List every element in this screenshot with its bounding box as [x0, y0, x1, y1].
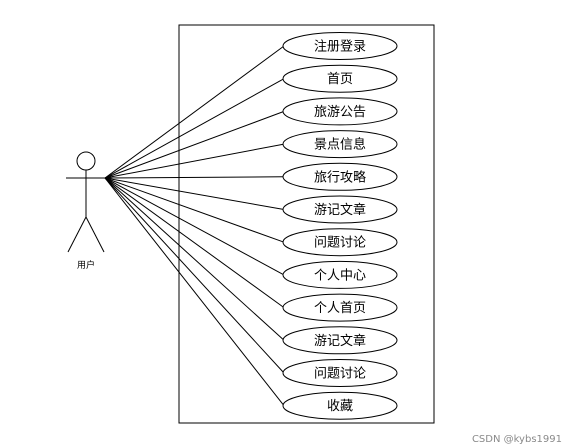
- association-line: [104, 177, 285, 374]
- use-case-label: 游记文章: [314, 202, 366, 218]
- use-case-ellipse: [282, 195, 398, 224]
- use-case-ellipse: [282, 391, 398, 420]
- use-case: 景点信息: [282, 130, 398, 159]
- use-case: 问题讨论: [282, 359, 398, 387]
- use-case-label: 旅游公告: [314, 105, 366, 120]
- actor: 用户: [66, 151, 106, 271]
- use-case-ellipse: [282, 260, 398, 289]
- use-case-ellipse: [282, 64, 398, 93]
- use-case: 旅行攻略: [282, 162, 398, 191]
- use-case-label: 个人中心: [314, 268, 366, 283]
- use-case: 收藏: [282, 391, 398, 420]
- actor-left-leg: [67, 216, 87, 253]
- association-line: [104, 177, 285, 309]
- use-case-ellipse: [282, 228, 398, 257]
- use-case-label: 游记文章: [314, 333, 366, 349]
- use-case: 旅游公告: [282, 97, 398, 126]
- use-case-ellipse: [282, 32, 398, 60]
- association-line: [104, 177, 285, 243]
- association-line: [104, 143, 285, 179]
- use-case-list: 注册登录首页旅游公告景点信息旅行攻略游记文章问题讨论个人中心个人首页游记文章问题…: [282, 32, 398, 420]
- association-line: [104, 45, 285, 179]
- use-case: 游记文章: [282, 326, 398, 355]
- association-line: [104, 176, 285, 179]
- association-lines: [104, 45, 285, 407]
- association-line: [104, 177, 285, 210]
- association-line: [104, 177, 285, 407]
- association-line: [104, 177, 285, 276]
- use-case-label: 景点信息: [314, 137, 366, 153]
- association-line: [104, 78, 285, 179]
- use-case-label: 首页: [327, 72, 353, 87]
- use-case: 个人首页: [282, 293, 398, 322]
- actor-label: 用户: [77, 259, 95, 271]
- use-case-ellipse: [282, 359, 398, 387]
- use-case: 注册登录: [282, 32, 398, 60]
- use-case: 问题讨论: [282, 228, 398, 257]
- use-case-ellipse: [282, 326, 398, 355]
- use-case-label: 个人首页: [314, 301, 366, 316]
- use-case-label: 旅行攻略: [314, 169, 366, 185]
- use-case-label: 注册登录: [314, 40, 366, 55]
- system-boundary: [178, 24, 435, 424]
- use-case: 游记文章: [282, 195, 398, 224]
- actor-head: [76, 151, 96, 171]
- use-case-label: 问题讨论: [314, 367, 366, 382]
- use-case-ellipse: [282, 162, 398, 191]
- watermark: CSDN @kybs1991: [471, 434, 562, 445]
- use-case: 个人中心: [282, 260, 398, 289]
- use-case-ellipse: [282, 130, 398, 159]
- use-case-label: 收藏: [327, 399, 353, 414]
- actor-right-leg: [85, 216, 105, 253]
- association-line: [104, 110, 285, 179]
- use-case-ellipse: [282, 97, 398, 126]
- use-case-label: 问题讨论: [314, 236, 366, 251]
- association-line: [104, 177, 285, 341]
- use-case-ellipse: [282, 293, 398, 322]
- use-case: 首页: [282, 64, 398, 93]
